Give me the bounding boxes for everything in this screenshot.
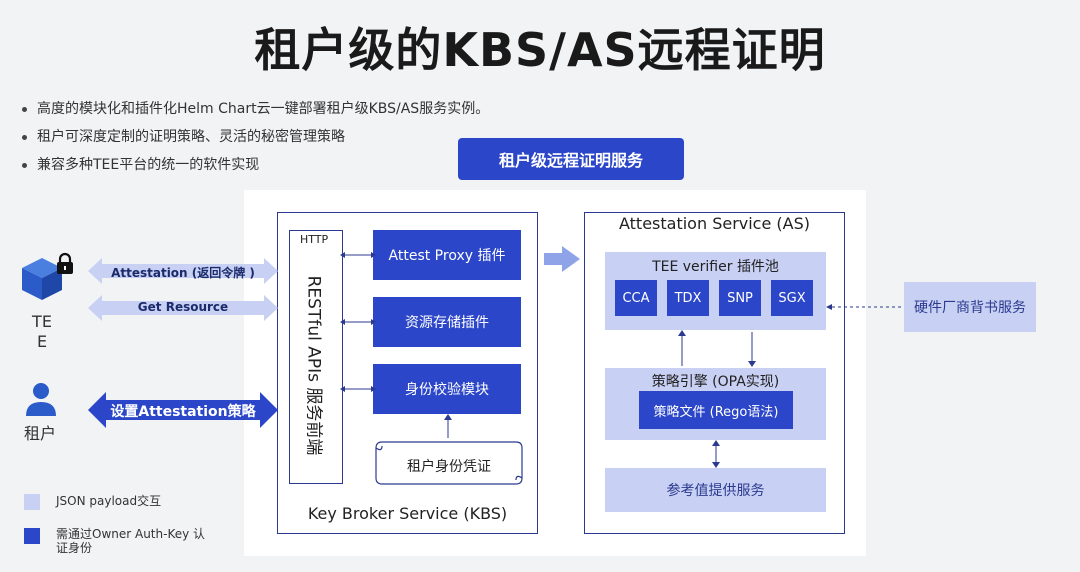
legend-json-label: JSON payload交互 (56, 494, 162, 508)
http-label: HTTP (300, 233, 329, 246)
set-policy-arrow-label: 设置Attestation策略 (110, 404, 256, 420)
service-header: 租户级远程证明服务 (458, 138, 684, 180)
http-frontend-box (289, 230, 343, 484)
bullet-text: 高度的模块化和插件化Helm Chart云一键部署租户级KBS/AS服务实例。 (37, 101, 490, 117)
tee-cube-icon (22, 258, 62, 300)
vendor-endorsement-service: 硬件厂商背书服务 (904, 282, 1036, 332)
bullet-dot (22, 162, 27, 168)
bullet-dot (22, 134, 27, 140)
as-title: Attestation Service (AS) (618, 214, 810, 233)
legend-auth-swatch (24, 528, 40, 544)
kbs-footer: Key Broker Service (KBS) (307, 504, 508, 523)
bullet-item: 兼容多种TEE平台的统一的软件实现 (22, 154, 489, 182)
bullet-list: 高度的模块化和插件化Helm Chart云一键部署租户级KBS/AS服务实例。 … (22, 98, 489, 182)
lock-icon (57, 252, 73, 274)
policy-file: 策略文件 (Rego语法) (639, 391, 793, 429)
restful-label: RESTful APIs 服务前端 (303, 275, 324, 455)
bullet-dot (22, 106, 27, 112)
resource-storage-plugin: 资源存储插件 (373, 297, 521, 347)
user-icon (26, 383, 56, 416)
legend-auth-label: 需通过Owner Auth-Key 认证身份 (56, 527, 206, 555)
identity-verification-module: 身份校验模块 (373, 364, 521, 414)
bullet-text: 租户可深度定制的证明策略、灵活的秘密管理策略 (37, 129, 345, 145)
credential-arrow (444, 414, 452, 438)
verifier-sgx: SGX (771, 280, 813, 316)
bullet-text: 兼容多种TEE平台的统一的软件实现 (37, 157, 260, 173)
legend-json-swatch (24, 494, 40, 510)
get-resource-arrow-label: Get Resource (137, 300, 229, 314)
tenant-label: 租户 (24, 424, 57, 443)
verifier-pool-label: TEE verifier 插件池 (652, 259, 779, 275)
verifier-cca: CCA (615, 280, 657, 316)
get-resource-arrow (88, 295, 278, 321)
verifier-snp: SNP (719, 280, 761, 316)
policy-engine-label: 策略引擎 (OPA实现) (651, 374, 780, 390)
page-title: 租户级的KBS/AS远程证明 (254, 23, 826, 77)
bullet-item: 高度的模块化和插件化Helm Chart云一键部署租户级KBS/AS服务实例。 (22, 98, 489, 126)
pool-policy-connectors (678, 330, 756, 367)
attestation-arrow-label: Attestation (返回令牌 ) (111, 266, 255, 280)
kbs-connectors (340, 252, 376, 392)
bullet-item: 租户可深度定制的证明策略、灵活的秘密管理策略 (22, 126, 489, 154)
attest-proxy-plugin: Attest Proxy 插件 (373, 230, 521, 280)
reference-value-service: 参考值提供服务 (605, 468, 826, 512)
verifier-tdx: TDX (667, 280, 709, 316)
policy-reference-connector (712, 440, 720, 468)
attestation-arrow (88, 258, 278, 284)
tenant-credential: 租户身份凭证 (407, 459, 491, 475)
set-policy-arrow (88, 392, 278, 428)
credential-scroll-icon (375, 441, 523, 485)
vendor-dashed-arrow (826, 304, 904, 310)
tee-label: TEE (32, 312, 52, 351)
kbs-to-as-arrow (544, 246, 580, 272)
